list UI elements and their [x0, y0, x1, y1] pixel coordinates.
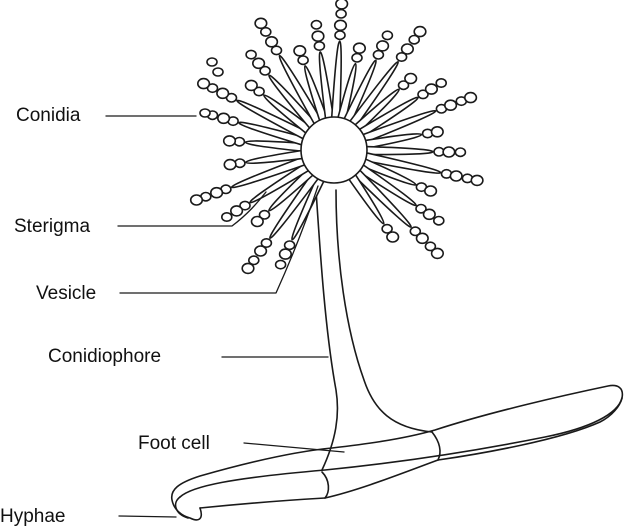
conidium-shape	[424, 209, 436, 219]
conidium-shape	[255, 246, 267, 256]
conidium-shape	[402, 44, 414, 54]
conidium-shape	[445, 100, 457, 110]
conidium-shape	[200, 109, 210, 117]
conidium-shape	[455, 148, 465, 156]
vesicle-drawing	[301, 117, 367, 183]
conidium-shape	[450, 171, 462, 181]
conidium-shape	[222, 213, 232, 221]
conidium-shape	[280, 249, 292, 259]
sterigma-shape	[332, 41, 342, 119]
conidium-shape	[294, 46, 306, 56]
label-vesicle: Vesicle	[36, 284, 96, 303]
conidium-shape	[266, 37, 278, 47]
conidium-shape	[207, 58, 217, 66]
conidium-shape	[298, 56, 308, 64]
leader-line-vesicle	[120, 186, 318, 293]
conidium-shape	[354, 43, 366, 53]
conidium-shape	[191, 195, 203, 205]
label-sterigma: Sterigma	[14, 217, 90, 236]
conidium-shape	[217, 88, 229, 98]
sterigma-shape	[365, 147, 433, 155]
conidium-shape	[251, 217, 263, 227]
conidium-shape	[224, 136, 236, 146]
conidium-shape	[336, 0, 348, 9]
conidium-shape	[285, 241, 295, 249]
conidium-shape	[246, 80, 258, 90]
conidium-shape	[471, 175, 483, 185]
conidium-shape	[373, 51, 383, 59]
conidium-shape	[434, 217, 444, 225]
conidium-shape	[276, 260, 286, 268]
hyphae-drawing	[172, 386, 623, 520]
leader-line-hyphae	[119, 516, 176, 517]
conidium-shape	[255, 18, 267, 28]
conidium-shape	[231, 206, 243, 216]
conidium-shape	[314, 42, 324, 50]
label-conidiophore: Conidiophore	[48, 347, 161, 366]
conidium-shape	[426, 84, 438, 94]
conidium-shape	[377, 41, 389, 51]
conidium-shape	[213, 68, 223, 76]
conidium-shape	[224, 160, 236, 170]
conidium-shape	[311, 21, 321, 29]
conidium-shape	[246, 50, 256, 58]
label-conidia: Conidia	[16, 106, 80, 125]
label-hyphae: Hyphae	[0, 507, 66, 526]
conidium-shape	[335, 31, 345, 39]
conidium-shape	[417, 233, 429, 243]
conidium-shape	[414, 27, 426, 37]
conidium-shape	[443, 147, 455, 157]
conidium-shape	[352, 54, 362, 62]
conidium-shape	[198, 79, 210, 89]
conidium-shape	[211, 188, 223, 198]
conidium-shape	[432, 248, 444, 258]
label-foot-cell: Foot cell	[138, 434, 210, 453]
conidium-shape	[425, 186, 437, 196]
conidium-shape	[382, 31, 392, 39]
conidium-shape	[253, 58, 265, 68]
conidium-shape	[312, 31, 324, 41]
conidium-shape	[387, 232, 399, 242]
conidium-shape	[432, 127, 444, 137]
conidium-shape	[242, 263, 254, 273]
conidium-shape	[335, 20, 347, 30]
conidium-shape	[436, 79, 446, 87]
conidium-shape	[405, 74, 417, 84]
conidium-shape	[336, 10, 346, 18]
conidium-shape	[465, 93, 477, 103]
conidium-shape	[218, 113, 230, 123]
